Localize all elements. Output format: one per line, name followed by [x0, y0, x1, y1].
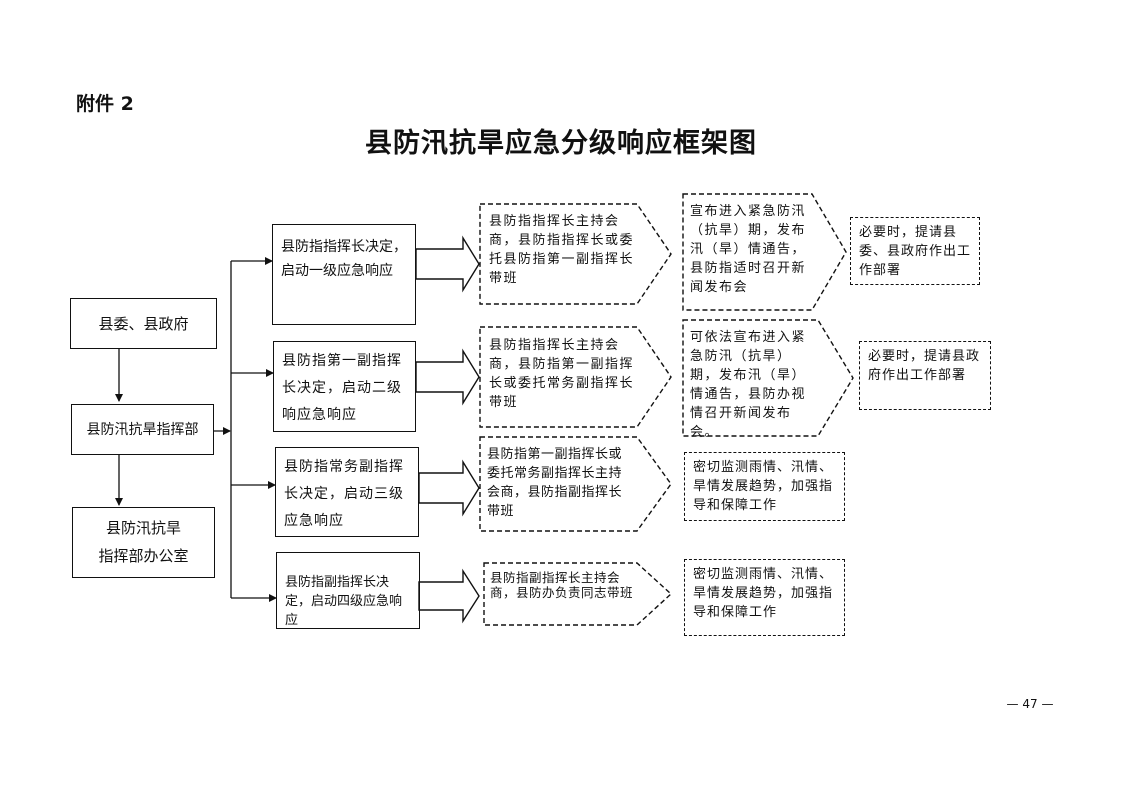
extra-box-level2: 必要时，提请县政府作出工作部署: [859, 341, 991, 410]
office-box: 县防汛抗旱 指挥部办公室: [72, 507, 215, 578]
county-government-box: 县委、县政府: [70, 298, 217, 349]
page-number: — 47 —: [1006, 697, 1054, 711]
action-text-level3: 密切监测雨情、汛情、旱情发展趋势，加强指导和保障工作: [693, 460, 834, 513]
duty-text-level3: 县防指第一副指挥长或委托常务副指挥长主持会商，县防指副指挥长带班: [487, 447, 623, 519]
extra-box-level1: 必要时，提请县委、县政府作出工作部署: [850, 217, 980, 285]
block-arrow-level2: [415, 348, 480, 406]
decision-box-level3: 县防指常务副指挥长决定，启动三级应急响应: [275, 447, 419, 537]
decision-text-level1: 县防指指挥长决定，启动一级应急响应: [281, 239, 407, 279]
decision-box-level1: 县防指指挥长决定，启动一级应急响应: [272, 224, 416, 325]
page-title: 县防汛抗旱应急分级响应框架图: [365, 128, 757, 159]
decision-text-level2: 县防指第一副指挥长决定，启动二级响应急响应: [282, 353, 402, 423]
decision-text-level3: 县防指常务副指挥长决定，启动三级应急响应: [284, 459, 404, 529]
duty-text-level4: 县防指副指挥长主持会商，县防办负责同志带班: [490, 570, 634, 600]
block-arrow-level3: [418, 459, 480, 517]
action-box-level3: 密切监测雨情、汛情、旱情发展趋势，加强指导和保障工作: [684, 452, 845, 521]
action-text-level1: 宣布进入紧急防汛（抗旱）期，发布汛（旱）情通告，县防指适时召开新闻发布会: [690, 204, 807, 295]
duty-shape-level1: [479, 203, 672, 305]
action-shape-level1: [682, 193, 847, 311]
duty-text-level1: 县防指指挥长主持会商，县防指指挥长或委托县防指第一副指挥长带班: [489, 214, 635, 286]
action-text-level4: 密切监测雨情、汛情、旱情发展趋势，加强指导和保障工作: [693, 567, 834, 620]
block-arrow-level4: [418, 568, 480, 624]
action-box-level4: 密切监测雨情、汛情、旱情发展趋势，加强指导和保障工作: [684, 559, 845, 636]
extra-text-level2: 必要时，提请县政府作出工作部署: [868, 349, 981, 383]
duty-shape-level3: [479, 436, 672, 532]
office-label-line1: 县防汛抗旱: [105, 519, 181, 537]
decision-box-level4: 县防指副指挥长决定，启动四级应急响应: [276, 552, 420, 629]
duty-shape-level2: [479, 326, 672, 428]
headquarters-label: 县防汛抗旱指挥部: [86, 421, 199, 438]
duty-text-level2: 县防指指挥长主持会商，县防指第一副指挥长或委托常务副指挥长带班: [489, 338, 635, 410]
block-arrow-level1: [415, 235, 480, 293]
headquarters-box: 县防汛抗旱指挥部: [71, 404, 214, 455]
duty-shape-level4: [483, 562, 673, 626]
office-label-line2: 指挥部办公室: [98, 547, 189, 565]
annex-label: 附件 2: [76, 93, 134, 115]
action-shape-level2: [682, 319, 854, 437]
decision-text-level4: 县防指副指挥长决定，启动四级应急响应: [285, 575, 403, 628]
extra-text-level1: 必要时，提请县委、县政府作出工作部署: [859, 225, 972, 278]
decision-box-level2: 县防指第一副指挥长决定，启动二级响应急响应: [273, 341, 416, 432]
action-text-level2: 可依法宣布进入紧急防汛（抗旱）期，发布汛（旱）情通告，县防办视情召开新闻发布会。: [690, 330, 807, 440]
county-government-label: 县委、县政府: [98, 314, 189, 333]
